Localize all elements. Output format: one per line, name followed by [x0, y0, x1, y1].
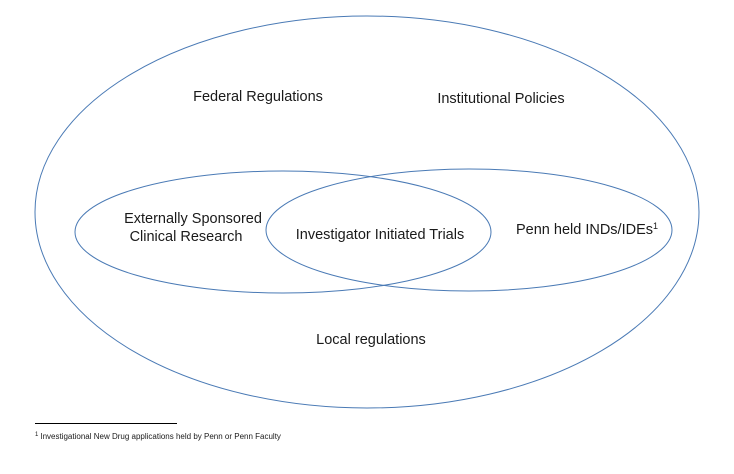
right-ellipse	[265, 168, 673, 292]
outer-ellipse	[34, 15, 700, 409]
local-regulations-label: Local regulations	[316, 332, 426, 348]
institutional-policies-label: Institutional Policies	[437, 91, 564, 107]
federal-regulations-label: Federal Regulations	[193, 89, 323, 105]
penn-held-inds-text: Penn held INDs/IDEs	[516, 222, 653, 238]
footnote-mark: 1	[35, 432, 39, 438]
left-ellipse	[74, 170, 492, 294]
penn-held-inds-label: Penn held INDs/IDEs1	[516, 221, 658, 238]
clinical-research-label: Clinical Research	[130, 229, 243, 245]
footnote-text: Investigational New Drug applications he…	[40, 432, 281, 441]
investigator-initiated-trials-label: Investigator Initiated Trials	[296, 227, 464, 243]
penn-held-inds-superscript: 1	[653, 221, 658, 231]
externally-sponsored-label: Externally Sponsored	[124, 211, 262, 227]
